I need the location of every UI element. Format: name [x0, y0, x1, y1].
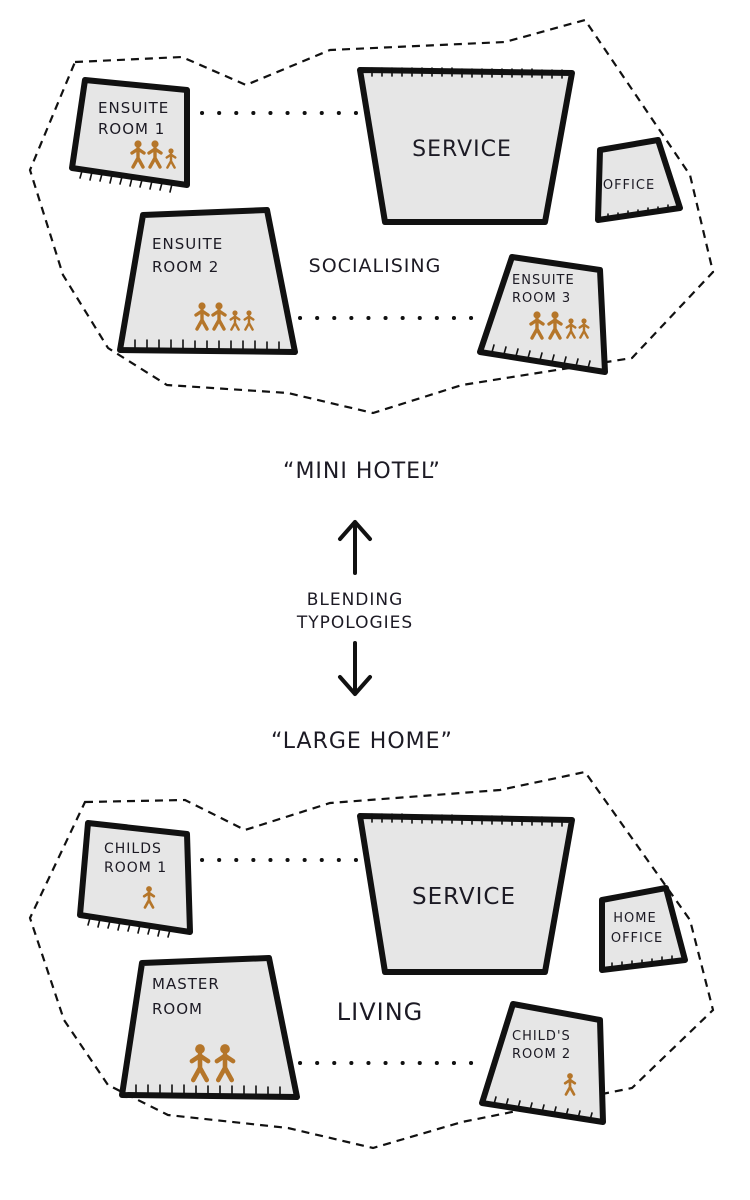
person-icon — [229, 310, 241, 331]
bottom-zone-boundary — [28, 770, 715, 1150]
person-icon — [214, 1044, 236, 1083]
living-label: LIVING — [337, 998, 424, 1026]
master-room: MASTER ROOM — [119, 955, 300, 1100]
typologies-label: TYPOLOGIES — [296, 613, 413, 633]
ensuite-room-3-label-line1: ENSUITE — [512, 273, 575, 288]
person-icon — [130, 140, 146, 169]
master-room-label-line2: ROOM — [152, 1000, 203, 1018]
childs-room-1-label-line2: ROOM 1 — [104, 860, 167, 876]
person-icon — [189, 1044, 211, 1083]
person-icon — [142, 886, 156, 909]
person-icon — [165, 148, 177, 169]
top-zone-boundary — [28, 18, 715, 415]
person-icon — [211, 302, 227, 331]
person-icon — [147, 140, 163, 169]
office-room: OFFICE — [595, 137, 683, 223]
ensuite-room-2-label-line1: ENSUITE — [152, 235, 223, 253]
ensuite-room-1: ENSUITE ROOM 1 — [69, 77, 190, 193]
person-icon — [578, 318, 590, 339]
mini-hotel-label: “MINI HOTEL” — [283, 459, 441, 484]
ensuite-room-3-label-line2: ROOM 3 — [512, 291, 571, 306]
person-icon — [565, 318, 577, 339]
service-room-top: SERVICE — [357, 67, 575, 225]
blending-label: BLENDING — [307, 590, 404, 610]
ensuite-room-3: ENSUITE ROOM 3 — [477, 254, 608, 375]
ensuite-room-2-label-line2: ROOM 2 — [152, 258, 219, 276]
person-icon — [243, 310, 255, 331]
home-office-label-line2: OFFICE — [611, 931, 663, 946]
large-home-label: “LARGE HOME” — [271, 729, 453, 754]
ensuite-room-2: ENSUITE ROOM 2 — [117, 207, 298, 355]
master-room-label-line1: MASTER — [152, 975, 220, 993]
large-home-plan: CHILDS ROOM 1 SERVICE HOME OFFICE MASTER… — [28, 770, 715, 1150]
mini-hotel-plan: ENSUITE ROOM 1 SERVICE OFFICE ENSUITE RO… — [28, 18, 715, 415]
person-icon — [194, 302, 210, 331]
arrow-up-icon — [338, 520, 372, 575]
childs-room-1: CHILDS ROOM 1 — [77, 820, 193, 938]
service-label-top: SERVICE — [412, 137, 512, 162]
ensuite-room-1-label-line1: ENSUITE — [98, 99, 169, 117]
office-label: OFFICE — [603, 178, 655, 193]
home-office-room: HOME OFFICE — [599, 885, 688, 973]
typology-labels: “MINI HOTEL” BLENDING TYPOLOGIES “LARGE … — [271, 459, 453, 754]
home-office-label-line1: HOME — [613, 911, 656, 926]
childs-room-1-label-line1: CHILDS — [104, 841, 162, 857]
childs-room-2-label-line1: CHILD'S — [512, 1029, 571, 1044]
arrow-down-icon — [338, 641, 372, 696]
person-icon — [547, 311, 563, 340]
service-label-bottom: SERVICE — [412, 884, 516, 910]
childs-room-2-label-line2: ROOM 2 — [512, 1047, 571, 1062]
childs-room-2: CHILD'S ROOM 2 — [479, 1001, 606, 1125]
socialising-label: SOCIALISING — [309, 255, 442, 277]
ensuite-room-1-label-line2: ROOM 1 — [98, 120, 165, 138]
service-room-bottom: SERVICE — [357, 813, 575, 975]
person-icon — [529, 311, 545, 340]
person-icon — [563, 1073, 577, 1096]
